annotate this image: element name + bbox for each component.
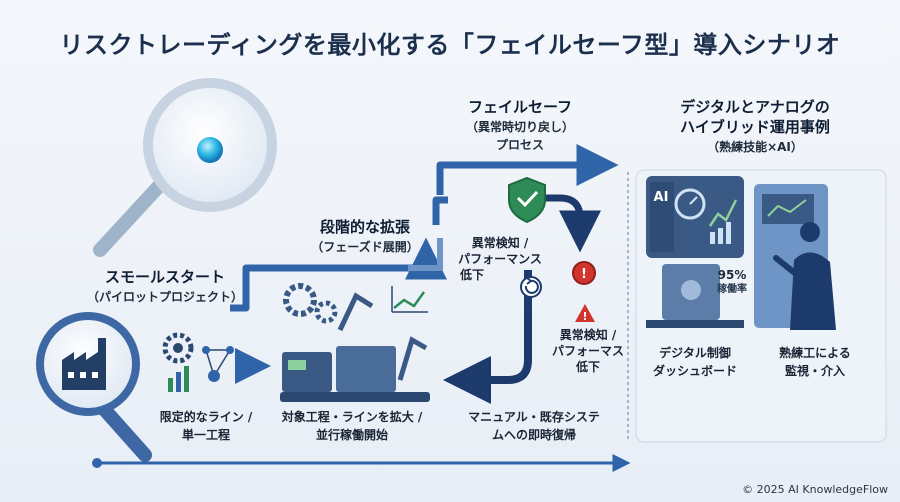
stage4-title-line2: ハイブリッド運用事例 bbox=[680, 118, 830, 136]
stage1-caption-line2: 単一工程 bbox=[181, 428, 230, 442]
factory-icon bbox=[62, 338, 106, 390]
skilled-worker-caption-line1: 熟練工による bbox=[779, 346, 851, 360]
detect-label-2-line1: 異常検知 / bbox=[559, 328, 617, 342]
shield-icon bbox=[508, 176, 546, 224]
detect-label-2-line2: パフォーマス bbox=[551, 344, 624, 358]
stage2-caption-line1: 対象工程・ラインを拡大 / bbox=[281, 410, 423, 424]
uptime-label: 稼働率 bbox=[717, 284, 747, 295]
gear-icon bbox=[314, 300, 338, 324]
stage-connector-path bbox=[230, 144, 619, 312]
skilled-worker-caption-line2: 監視・介入 bbox=[784, 364, 845, 378]
stage4-title-line1: デジタルとアナログの bbox=[680, 98, 830, 116]
stage1-caption-line1: 限定的なライン / bbox=[159, 410, 253, 424]
rollback-caption-line2: ムへの即時復帰 bbox=[491, 428, 576, 442]
stage1-subtitle: （パイロットプロジェクト） bbox=[86, 290, 243, 304]
gears-network-icons bbox=[162, 332, 234, 392]
detect-label-1-line2: パフォーマンス bbox=[458, 252, 542, 266]
svg-text:!: ! bbox=[581, 267, 587, 282]
dashboard-caption-line2: ダッシュボード bbox=[652, 364, 737, 378]
network-icon bbox=[202, 346, 234, 382]
trend-chart-icon bbox=[393, 291, 426, 309]
alert-circle-icon: ! bbox=[572, 261, 596, 285]
hybrid-panel bbox=[627, 169, 887, 443]
operator-head bbox=[800, 222, 820, 242]
stage3-subtitle-line2: プロセス bbox=[495, 138, 544, 152]
stage2-caption-line2: 並行稼働開始 bbox=[315, 428, 388, 442]
uptime-value: 95% bbox=[717, 268, 747, 282]
ai-dashboard-illustration bbox=[646, 176, 744, 328]
robot-arm-icon bbox=[397, 336, 428, 381]
stage2-subtitle: （フェーズド展開） bbox=[311, 240, 419, 254]
timeline-arrow bbox=[92, 454, 631, 472]
detect-label-1-line3: 低下 bbox=[459, 268, 484, 282]
operator-illustration bbox=[754, 184, 836, 330]
factory-line-illustration bbox=[280, 283, 430, 402]
gear-icon bbox=[283, 283, 317, 317]
gear-icon bbox=[162, 332, 194, 364]
refresh-icon bbox=[520, 276, 542, 298]
stage3-title: フェイルセーフ bbox=[467, 98, 573, 116]
rollback-caption-line1: マニュアル・既存システ bbox=[468, 410, 600, 424]
detect-label-1-line1: 異常検知 / bbox=[471, 236, 529, 250]
warning-triangle-icon: ! bbox=[575, 304, 595, 323]
svg-text:!: ! bbox=[582, 310, 587, 323]
stage1-title: スモールスタート bbox=[104, 268, 225, 286]
ai-label: AI bbox=[653, 190, 669, 205]
magnifier-factory-illustration bbox=[36, 312, 152, 462]
page-title: リスクトレーディングを最小化する「フェイルセーフ型」導入シナリオ bbox=[59, 31, 841, 59]
copyright-footer: © 2025 AI KnowledgeFlow bbox=[742, 483, 888, 496]
magnifier-top-illustration bbox=[93, 78, 277, 257]
dashboard-caption-line1: デジタル制御 bbox=[659, 346, 731, 360]
orb-icon bbox=[197, 137, 223, 163]
bar-chart-icon bbox=[168, 366, 189, 392]
detect-label-2-line3: 低下 bbox=[575, 360, 600, 374]
stage3-subtitle-line1: （異常時切り戻し） bbox=[465, 120, 574, 134]
robot-arm-icon bbox=[337, 292, 374, 332]
failsafe-loop bbox=[408, 194, 601, 404]
stage2-title: 段階的な拡張 bbox=[319, 218, 410, 236]
stage4-subtitle: （熟練技能×AI） bbox=[707, 140, 803, 154]
